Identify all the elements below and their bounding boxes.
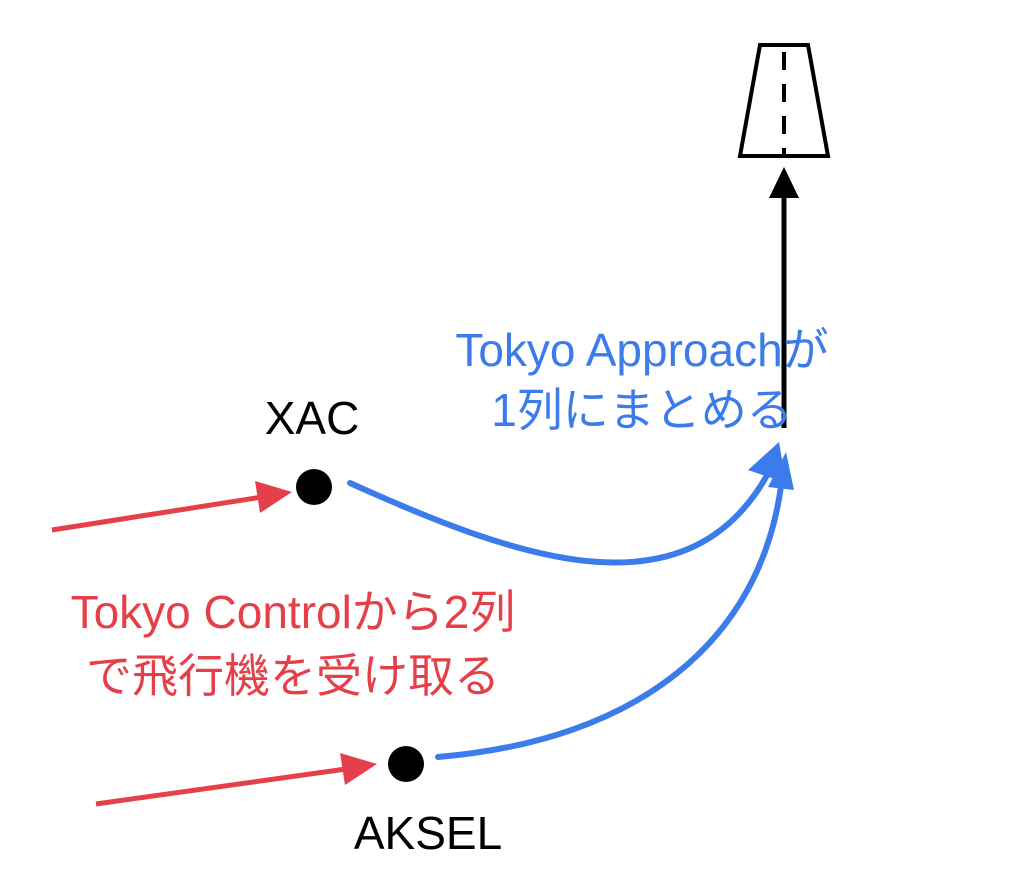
waypoint-label-aksel: AKSEL bbox=[354, 807, 502, 859]
approach-label-line2: 1列にまとめる bbox=[491, 384, 793, 436]
blue-merge-curve-xac bbox=[347, 442, 786, 566]
waypoint-aksel-dot bbox=[388, 746, 424, 782]
control-label-line2: で飛行機を受け取る bbox=[86, 650, 500, 702]
blue-merge-curve-aksel bbox=[435, 452, 794, 760]
final-approach-arrow bbox=[769, 167, 799, 428]
control-label-line1: Tokyo Controlから2列 bbox=[71, 586, 516, 638]
runway-icon bbox=[737, 43, 831, 158]
waypoint-xac-dot bbox=[296, 469, 332, 505]
waypoint-label-xac: XAC bbox=[265, 392, 360, 444]
red-inbound-arrow-aksel bbox=[95, 753, 377, 807]
red-inbound-arrow-xac bbox=[51, 481, 292, 533]
approach-label-line1: Tokyo Approachが bbox=[455, 324, 828, 376]
